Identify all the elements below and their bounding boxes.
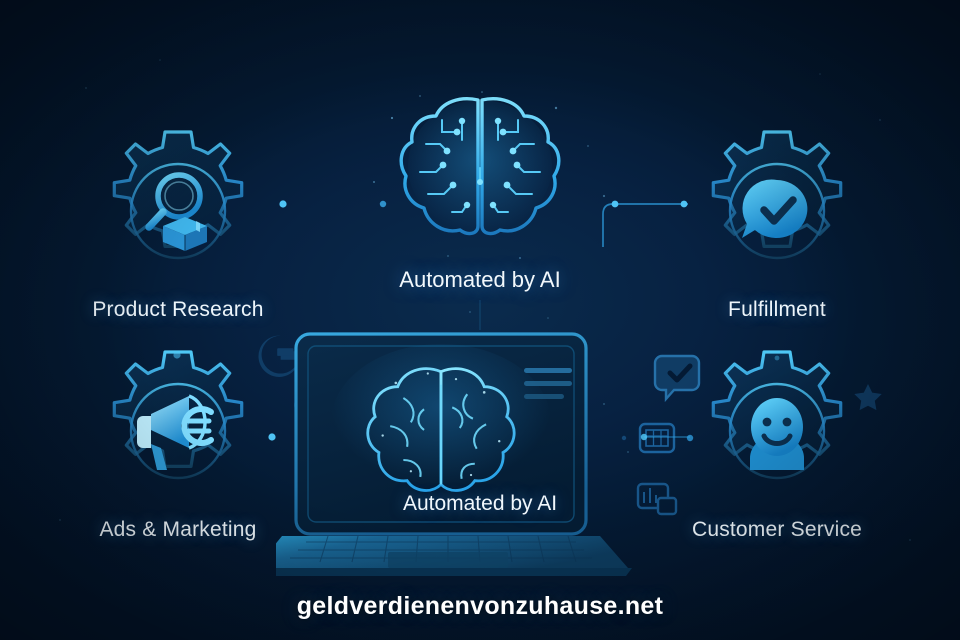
- node-ads-marketing: Ads & Marketing: [78, 346, 278, 542]
- node-fulfillment: Fulfillment: [677, 126, 877, 322]
- screen-text-lines: [524, 368, 572, 399]
- chart-window-decor-icon: [636, 482, 678, 516]
- connector-product-to-brain: [279, 200, 387, 208]
- chat-check-decor-icon: [653, 354, 701, 403]
- brain-outline-icon: [366, 367, 516, 492]
- google-logo: [258, 335, 300, 377]
- node-label-fulfillment: Fulfillment: [728, 298, 826, 321]
- smiley-person-icon: [750, 398, 804, 470]
- footer-website-url: geldverdienenvonzuhause.net: [296, 592, 664, 620]
- gear-customer-service: [692, 346, 862, 516]
- node-label-ads-marketing: Ads & Marketing: [99, 518, 257, 541]
- connector-brain-to-fulfillment: [602, 200, 688, 247]
- star-decor-icon: [854, 384, 882, 411]
- megaphone-euro-icon: [137, 394, 214, 470]
- node-label-product-research: Product Research: [92, 298, 264, 321]
- magnifier-box-icon: [145, 172, 207, 251]
- center-ai-brain-label: Automated by AI: [399, 267, 561, 292]
- gear-ads-marketing: [93, 346, 263, 516]
- node-customer-service: Customer Service: [677, 346, 877, 542]
- laptop-screen-caption: Automated by AI: [402, 492, 558, 515]
- euro-symbol: [181, 406, 214, 446]
- circuit-brain-icon: [399, 97, 561, 236]
- node-product-research: Product Research: [78, 126, 278, 322]
- decor-icon-cluster: [621, 354, 701, 516]
- chat-check-icon: [742, 179, 808, 238]
- gear-fulfillment: [692, 126, 862, 296]
- gear-product-research: [93, 126, 263, 296]
- center-ai-brain: Automated by AI: [380, 86, 580, 293]
- laptop-illustration: [276, 332, 632, 576]
- node-label-customer-service: Customer Service: [691, 518, 863, 541]
